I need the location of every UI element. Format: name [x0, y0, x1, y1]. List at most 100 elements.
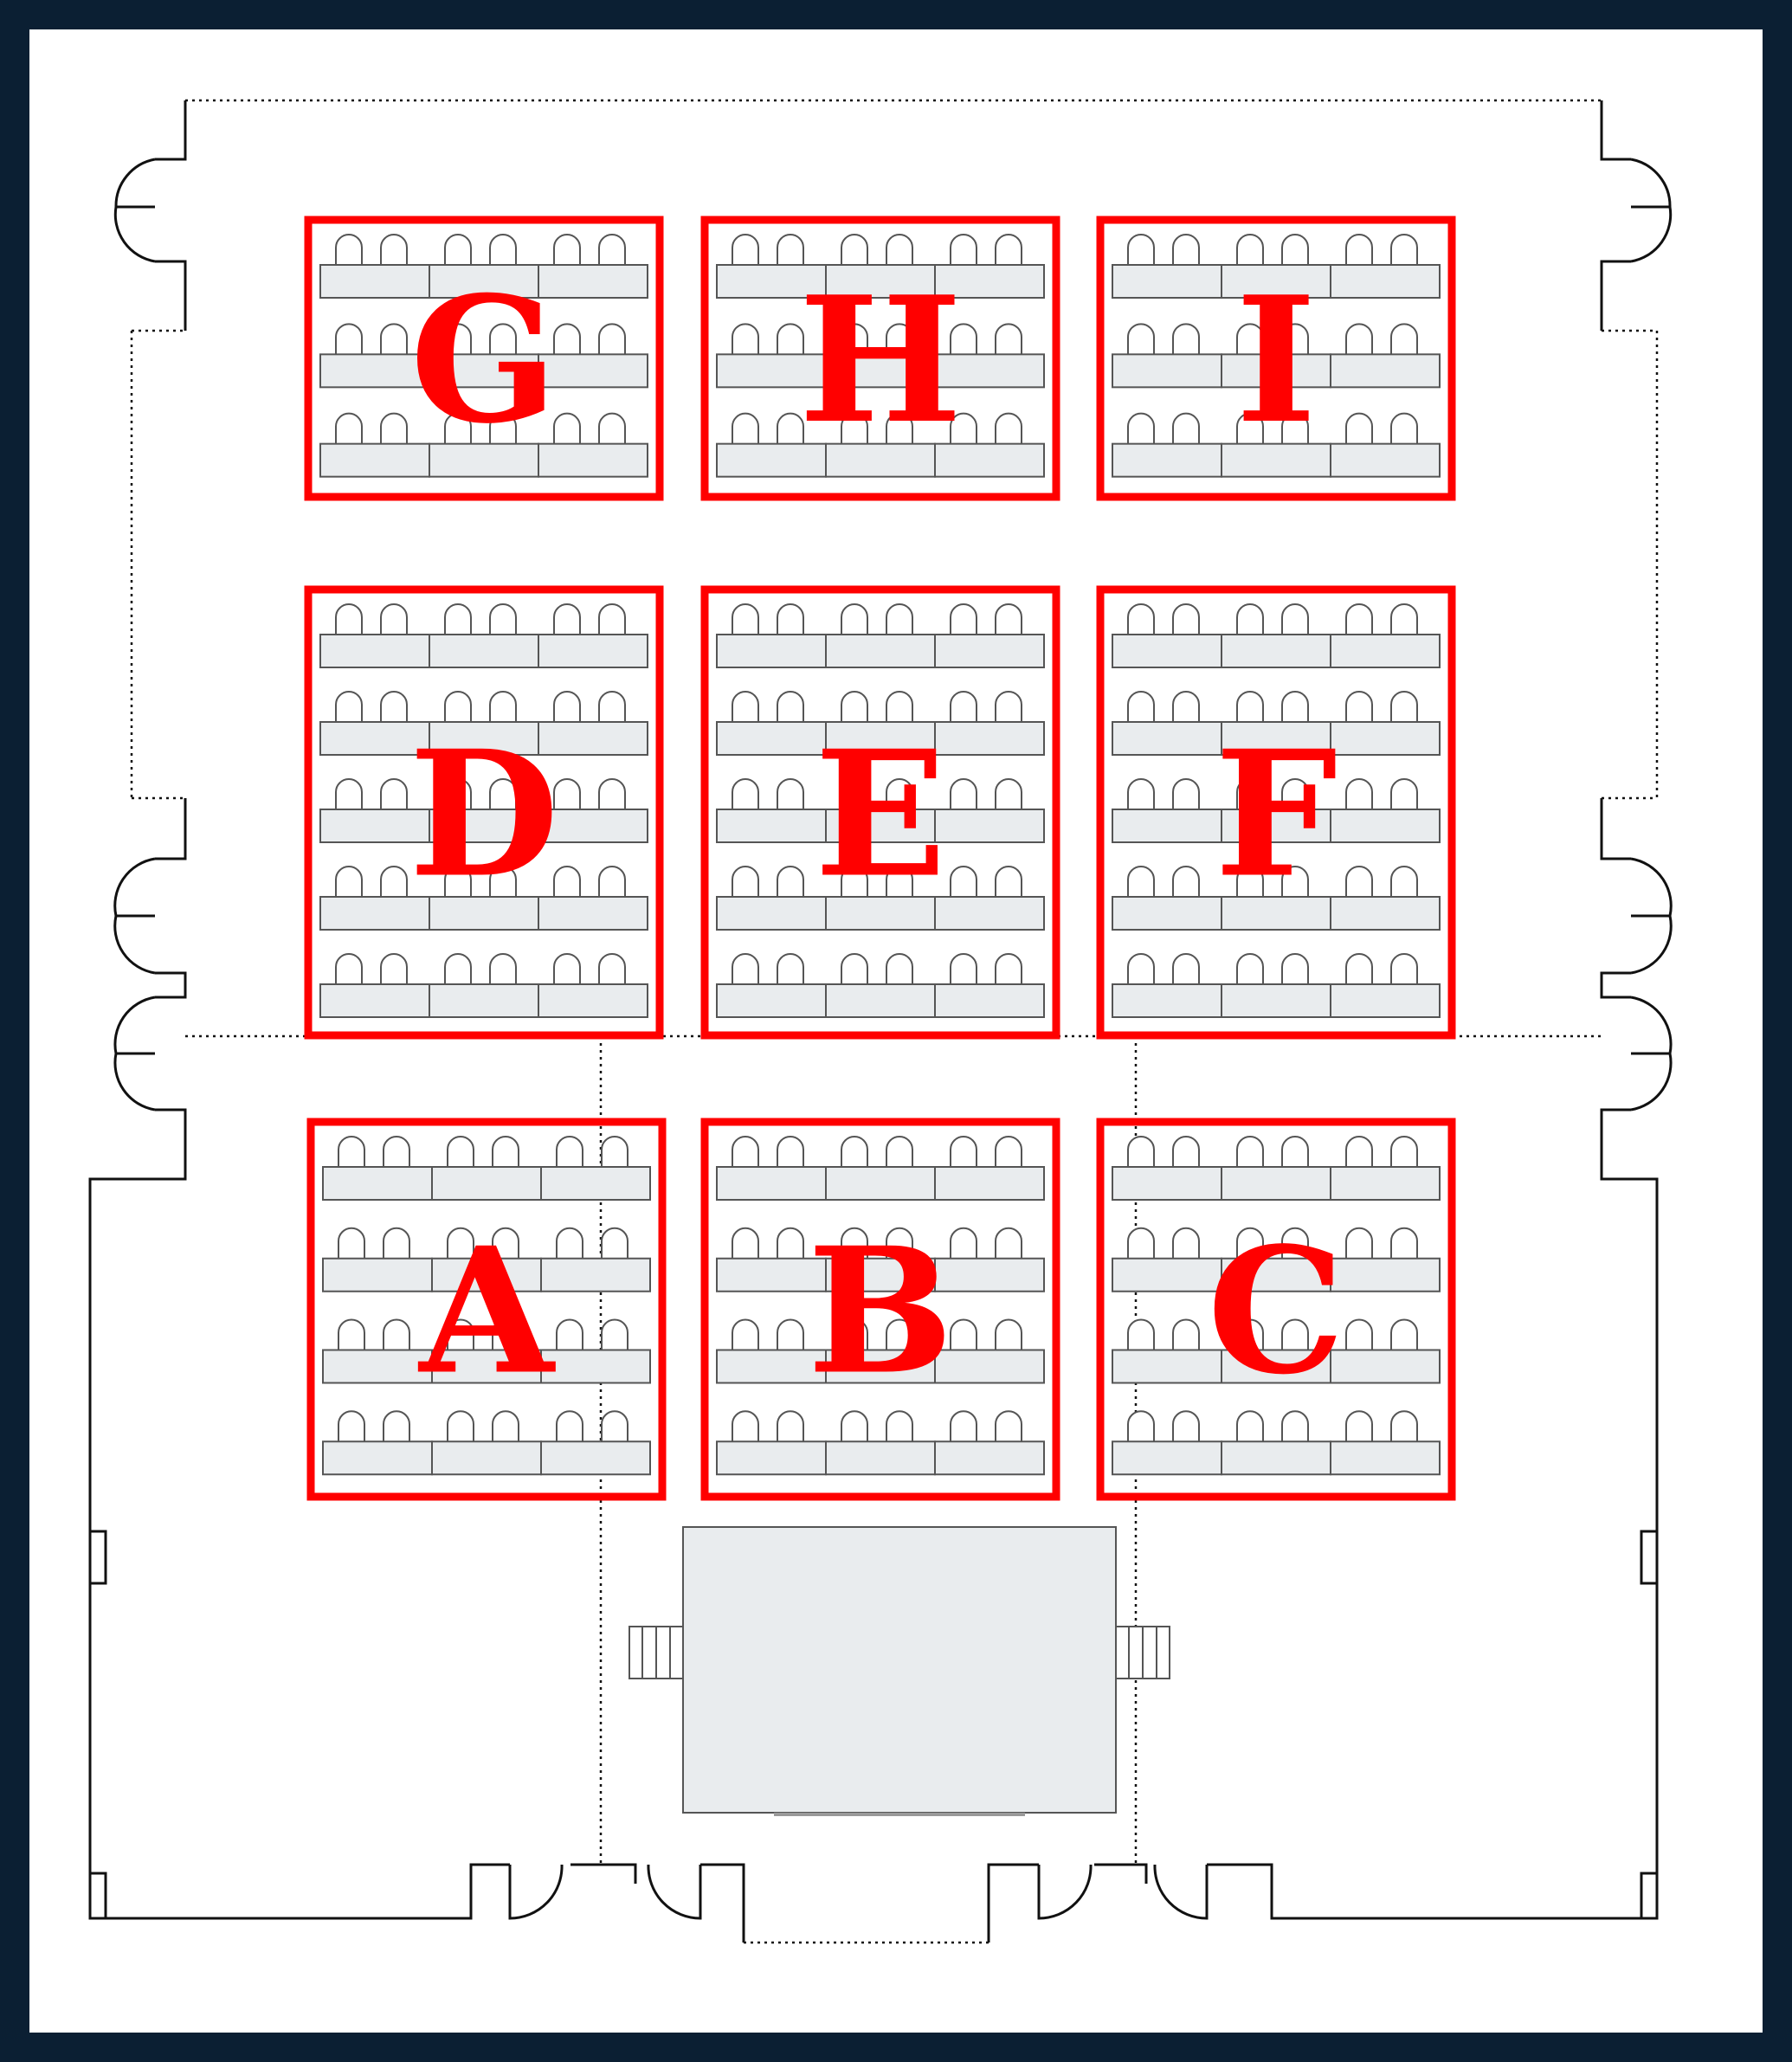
chair [553, 866, 581, 897]
chair [732, 323, 759, 355]
table [319, 634, 430, 668]
chair [553, 603, 581, 635]
chair [1390, 323, 1418, 355]
chair [598, 866, 626, 897]
chair [601, 1136, 628, 1167]
chair [335, 603, 363, 635]
chair [995, 1136, 1022, 1167]
chair [380, 412, 408, 444]
chair [1127, 323, 1155, 355]
table [1112, 264, 1222, 299]
table [429, 634, 539, 668]
zone-outline [1096, 216, 1456, 501]
chair [1390, 412, 1418, 444]
table [825, 1440, 936, 1476]
chair [1172, 234, 1200, 265]
zone-label: A [417, 1210, 556, 1414]
chair [995, 1410, 1022, 1442]
chair [444, 691, 472, 722]
chair [995, 1318, 1022, 1350]
chair [444, 866, 472, 897]
chair [777, 603, 804, 635]
chair [1236, 691, 1264, 722]
table [934, 442, 1045, 478]
table [540, 1166, 651, 1201]
chair [1127, 691, 1155, 722]
table [934, 1257, 1045, 1292]
chair [383, 1227, 410, 1259]
chair [777, 412, 804, 444]
table [1221, 1166, 1331, 1201]
chair [489, 953, 517, 984]
bottom-wall-segment [987, 1863, 1039, 1943]
table [716, 983, 827, 1018]
chair [1345, 691, 1373, 722]
chair [444, 953, 472, 984]
table [934, 1440, 1045, 1476]
table [538, 983, 648, 1018]
chair [1127, 412, 1155, 444]
chair [1236, 1227, 1264, 1259]
chair [1236, 866, 1264, 897]
table [716, 442, 827, 478]
chair [380, 953, 408, 984]
table [319, 809, 430, 843]
chair [1172, 412, 1200, 444]
chair [886, 1136, 913, 1167]
chair [598, 234, 626, 265]
door-icon [508, 1864, 564, 1920]
chair [732, 603, 759, 635]
table [429, 721, 539, 756]
zone-label: B [807, 1210, 953, 1414]
chair [444, 412, 472, 444]
chair [1236, 234, 1264, 265]
table [429, 353, 539, 389]
chair [601, 1410, 628, 1442]
table [540, 1440, 651, 1476]
chair [335, 953, 363, 984]
right-wall-segment [1600, 798, 1631, 860]
chair [950, 323, 977, 355]
chair [1172, 691, 1200, 722]
left-wall-segment [155, 260, 187, 331]
table [1221, 634, 1331, 668]
chair [841, 1410, 868, 1442]
chair [553, 778, 581, 809]
chair [1172, 953, 1200, 984]
chair [841, 866, 868, 897]
zone-label: F [1215, 713, 1338, 917]
table [322, 1440, 433, 1476]
chair [380, 323, 408, 355]
table [1112, 896, 1222, 931]
stage-stairs-left [628, 1626, 684, 1679]
table [934, 809, 1045, 843]
chair [995, 953, 1022, 984]
table [1330, 721, 1441, 756]
chair [1390, 778, 1418, 809]
chair [1127, 953, 1155, 984]
table [1330, 264, 1441, 299]
chair [1281, 1227, 1309, 1259]
bottom-wall-segment [700, 1863, 745, 1943]
chair [950, 1227, 977, 1259]
chair [1281, 323, 1309, 355]
table [429, 983, 539, 1018]
table [934, 634, 1045, 668]
chair [338, 1136, 365, 1167]
chair [777, 778, 804, 809]
chair [444, 778, 472, 809]
table [319, 442, 430, 478]
chair [886, 1318, 913, 1350]
table [538, 896, 648, 931]
table [1112, 442, 1222, 478]
doors [113, 158, 1673, 1920]
chair [553, 953, 581, 984]
table [319, 983, 430, 1018]
zone-b: B [700, 1118, 1060, 1501]
table [429, 896, 539, 931]
chair [886, 234, 913, 265]
chair [1236, 778, 1264, 809]
double-door-icon [1630, 996, 1673, 1112]
table [1112, 353, 1222, 389]
